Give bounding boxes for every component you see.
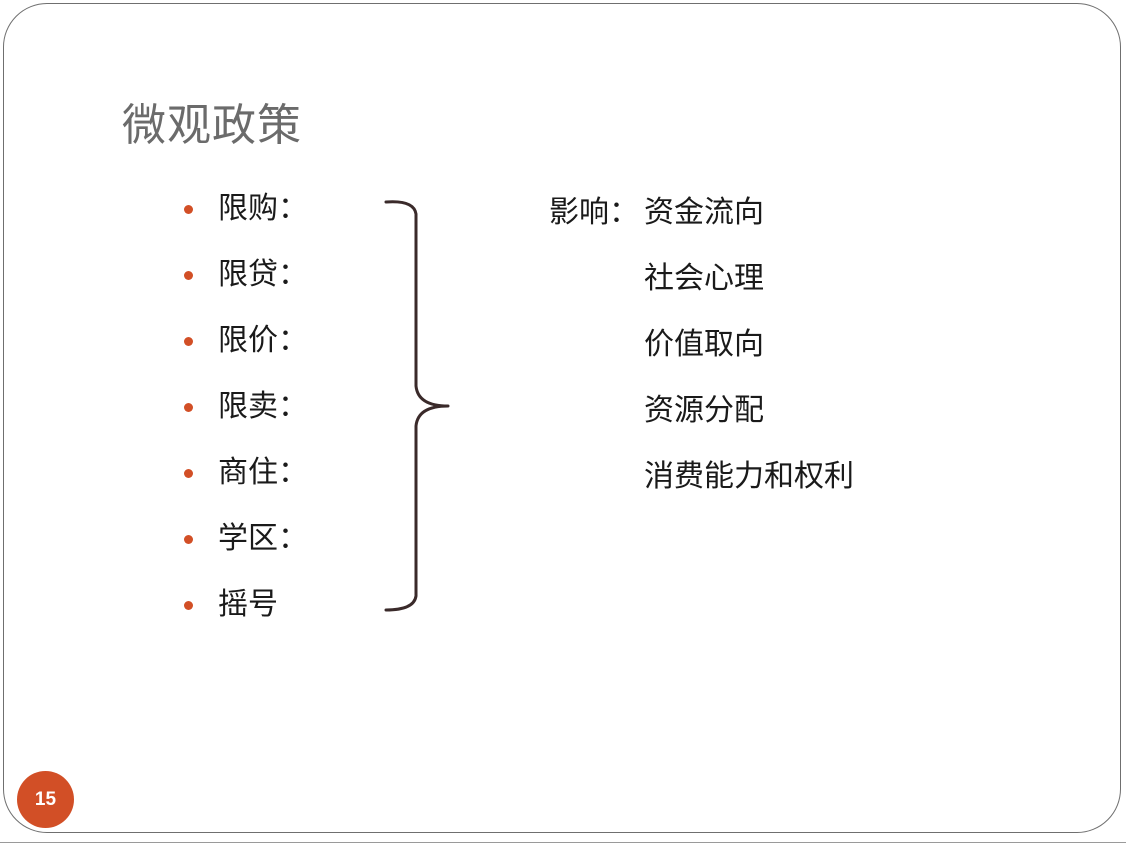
policy-bullet-list: 限购： 限贷： 限价： 限卖： 商住： 学区： 摇号 [184,176,308,638]
bullet-dot-icon [184,336,193,346]
bullet-item: 学区： [184,506,308,572]
bullet-dot-icon [184,204,193,214]
bullet-item: 限购： [184,176,308,242]
impact-row: 影响： 资金流向 [549,176,854,242]
right-curly-brace-icon [384,200,450,612]
impact-item: 消费能力和权利 [644,459,854,494]
bottom-divider [0,842,1126,843]
bullet-text: 摇号 [218,587,278,622]
bullet-text: 限贷： [218,257,308,292]
bullet-item: 商住： [184,440,308,506]
bullet-item: 限卖： [184,374,308,440]
impact-list: 影响： 资金流向 社会心理 价值取向 资源分配 消费能力和权利 [549,176,854,506]
bullet-dot-icon [184,270,193,280]
bullet-text: 限价： [218,323,308,358]
page-number-badge: 15 [17,771,74,828]
slide-title: 微观政策 [122,100,302,151]
slide-frame: 微观政策 限购： 限贷： 限价： 限卖： 商住： 学区： 摇号 [3,3,1121,833]
bullet-dot-icon [184,600,193,610]
bullet-text: 限购： [218,191,308,226]
impact-item: 价值取向 [644,327,764,362]
impact-label: 影响： [549,195,639,230]
bullet-dot-icon [184,534,193,544]
bullet-text: 限卖： [218,389,308,424]
bullet-item: 摇号 [184,572,308,638]
impact-item: 社会心理 [644,261,764,296]
impact-row: 资源分配 [549,374,854,440]
impact-row: 社会心理 [549,242,854,308]
impact-item: 资金流向 [644,195,764,230]
bullet-dot-icon [184,468,193,478]
bullet-item: 限贷： [184,242,308,308]
bullet-text: 学区： [218,521,308,556]
bullet-item: 限价： [184,308,308,374]
bullet-text: 商住： [218,455,308,490]
impact-row: 价值取向 [549,308,854,374]
impact-row: 消费能力和权利 [549,440,854,506]
bullet-dot-icon [184,402,193,412]
impact-item: 资源分配 [644,393,764,428]
